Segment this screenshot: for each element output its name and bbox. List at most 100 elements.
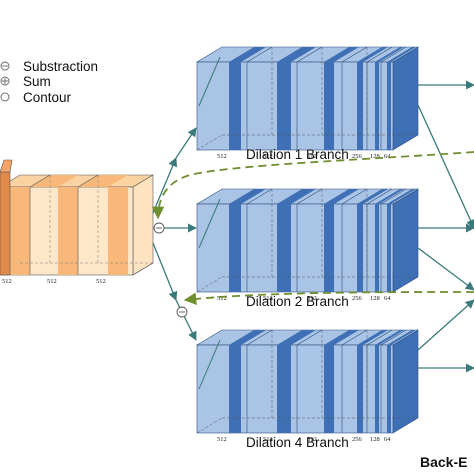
branch-channel-tick: 512 bbox=[263, 436, 273, 443]
branch-channel-tick: 128 bbox=[370, 153, 380, 160]
branch-label-dilation-2: Dilation 2 Branch bbox=[246, 294, 349, 309]
backbone-tick-1: 512 bbox=[47, 278, 57, 285]
branch-stripe bbox=[324, 204, 334, 292]
subtraction-node bbox=[153, 222, 165, 234]
branch-stripe-top bbox=[277, 330, 316, 345]
slab-edge-top bbox=[296, 329, 323, 346]
legend-item-subtraction: Substraction bbox=[0, 58, 98, 74]
backbone-tick-2: 512 bbox=[96, 278, 106, 285]
branch-stripe-top bbox=[357, 47, 388, 62]
branch-stripe bbox=[229, 204, 241, 292]
backbone-block: 512 512 512 bbox=[0, 159, 155, 285]
branch-stripe-top bbox=[387, 47, 416, 62]
slab-edge-top bbox=[246, 46, 273, 63]
branch-stripe bbox=[357, 204, 363, 292]
branch-stripe-top bbox=[375, 189, 404, 204]
branch-channel-tick: 256 bbox=[352, 153, 363, 160]
branch-stripe-top bbox=[324, 47, 359, 62]
legend-label: Contour bbox=[23, 89, 72, 105]
slab-edge-top bbox=[296, 46, 323, 63]
branch-inner-line bbox=[198, 339, 221, 390]
branch-inner-line bbox=[198, 56, 221, 107]
branch-stripe bbox=[277, 345, 291, 433]
branch-channel-tick: 512 bbox=[307, 295, 317, 302]
backbone-corner-label: Back-E bbox=[420, 454, 468, 470]
branch-channel-tick: 512 bbox=[217, 295, 227, 302]
branch-stripe bbox=[357, 345, 363, 433]
branch-stripe-top bbox=[357, 330, 388, 345]
legend-item-contour: Contour bbox=[0, 89, 71, 105]
branch-stripe-top bbox=[387, 189, 416, 204]
branch-stripe bbox=[324, 62, 334, 150]
branch-stripe-top bbox=[277, 189, 316, 204]
branch-stripe-top bbox=[324, 189, 359, 204]
slab-edge-top bbox=[246, 329, 273, 346]
branch-channel-tick: 512 bbox=[307, 436, 317, 443]
branch-stripe-top bbox=[229, 330, 266, 345]
branch-channel-tick: 64 bbox=[384, 295, 391, 302]
branch-channel-tick: 512 bbox=[217, 436, 227, 443]
subtraction-operator-icon bbox=[0, 61, 10, 71]
branch-stripe bbox=[387, 204, 391, 292]
branch-channel-tick: 64 bbox=[384, 436, 391, 443]
branch-channel-tick: 64 bbox=[384, 153, 391, 160]
sum-operator-icon bbox=[0, 76, 10, 86]
branch-stripe-top bbox=[375, 47, 404, 62]
branch-stripe-top bbox=[229, 189, 266, 204]
slab-edge-top bbox=[296, 188, 323, 205]
branch-stripe bbox=[277, 62, 291, 150]
subtraction-node-2 bbox=[176, 306, 188, 318]
branch-channel-tick: 256 bbox=[352, 436, 363, 443]
branch-stripe bbox=[387, 62, 391, 150]
slab-edge-top bbox=[341, 46, 368, 63]
branch-stripe bbox=[229, 345, 241, 433]
branch-front-face bbox=[196, 203, 394, 293]
slab-edge-top bbox=[341, 188, 368, 205]
branch-front-face bbox=[196, 61, 394, 151]
branch-stripe bbox=[375, 345, 379, 433]
branch-label-dilation-4: Dilation 4 Branch bbox=[246, 435, 349, 450]
branch-stripe bbox=[387, 345, 391, 433]
slab-edge-top bbox=[380, 46, 407, 63]
contour-operator-icon bbox=[0, 92, 10, 102]
branch-stripe bbox=[375, 62, 379, 150]
branch-stripe-top bbox=[387, 330, 416, 345]
branch-output-arrows bbox=[417, 80, 474, 373]
branch-channel-tick: 128 bbox=[370, 436, 380, 443]
slab-edge-top bbox=[341, 329, 368, 346]
branch-front-face bbox=[196, 344, 394, 434]
legend-item-sum: Sum bbox=[0, 73, 51, 89]
branch-channel-tick: 512 bbox=[263, 295, 273, 302]
branch-stripe bbox=[357, 62, 363, 150]
branch-stripe-top bbox=[229, 47, 266, 62]
legend-label: Sum bbox=[23, 73, 51, 89]
branch-stripe bbox=[229, 62, 241, 150]
branch-stripe bbox=[375, 204, 379, 292]
slab-edge-top bbox=[246, 188, 273, 205]
backbone-tick-0: 512 bbox=[2, 278, 12, 285]
slab-edge-top bbox=[380, 329, 407, 346]
branch-channel-tick: 512 bbox=[217, 153, 227, 160]
branch-channel-tick: 512 bbox=[263, 153, 273, 160]
branch-right-face bbox=[392, 329, 419, 434]
branch-right-face bbox=[392, 188, 419, 293]
branch-stripe-top bbox=[277, 47, 316, 62]
backbone-arrows bbox=[152, 127, 197, 341]
branch-right-face bbox=[392, 46, 419, 151]
feedback-arrows bbox=[151, 151, 474, 306]
branch-inner-line bbox=[198, 198, 221, 249]
branch-block-3: 512 512 512 256 128 64 bbox=[195, 329, 420, 443]
branch-stripe bbox=[277, 204, 291, 292]
branch-block-1: 512 512 512 256 128 64 bbox=[195, 46, 420, 160]
slab-edge-top bbox=[380, 188, 407, 205]
branch-channel-tick: 512 bbox=[307, 153, 317, 160]
branch-stripe-top bbox=[375, 330, 404, 345]
slab-edge-top bbox=[366, 329, 393, 346]
slab-edge-top bbox=[366, 188, 393, 205]
branch-label-dilation-1: Dilation 1 Branch bbox=[246, 147, 349, 162]
branch-channel-tick: 256 bbox=[352, 295, 363, 302]
branch-stripe bbox=[324, 345, 334, 433]
slab-edge-top bbox=[366, 46, 393, 63]
